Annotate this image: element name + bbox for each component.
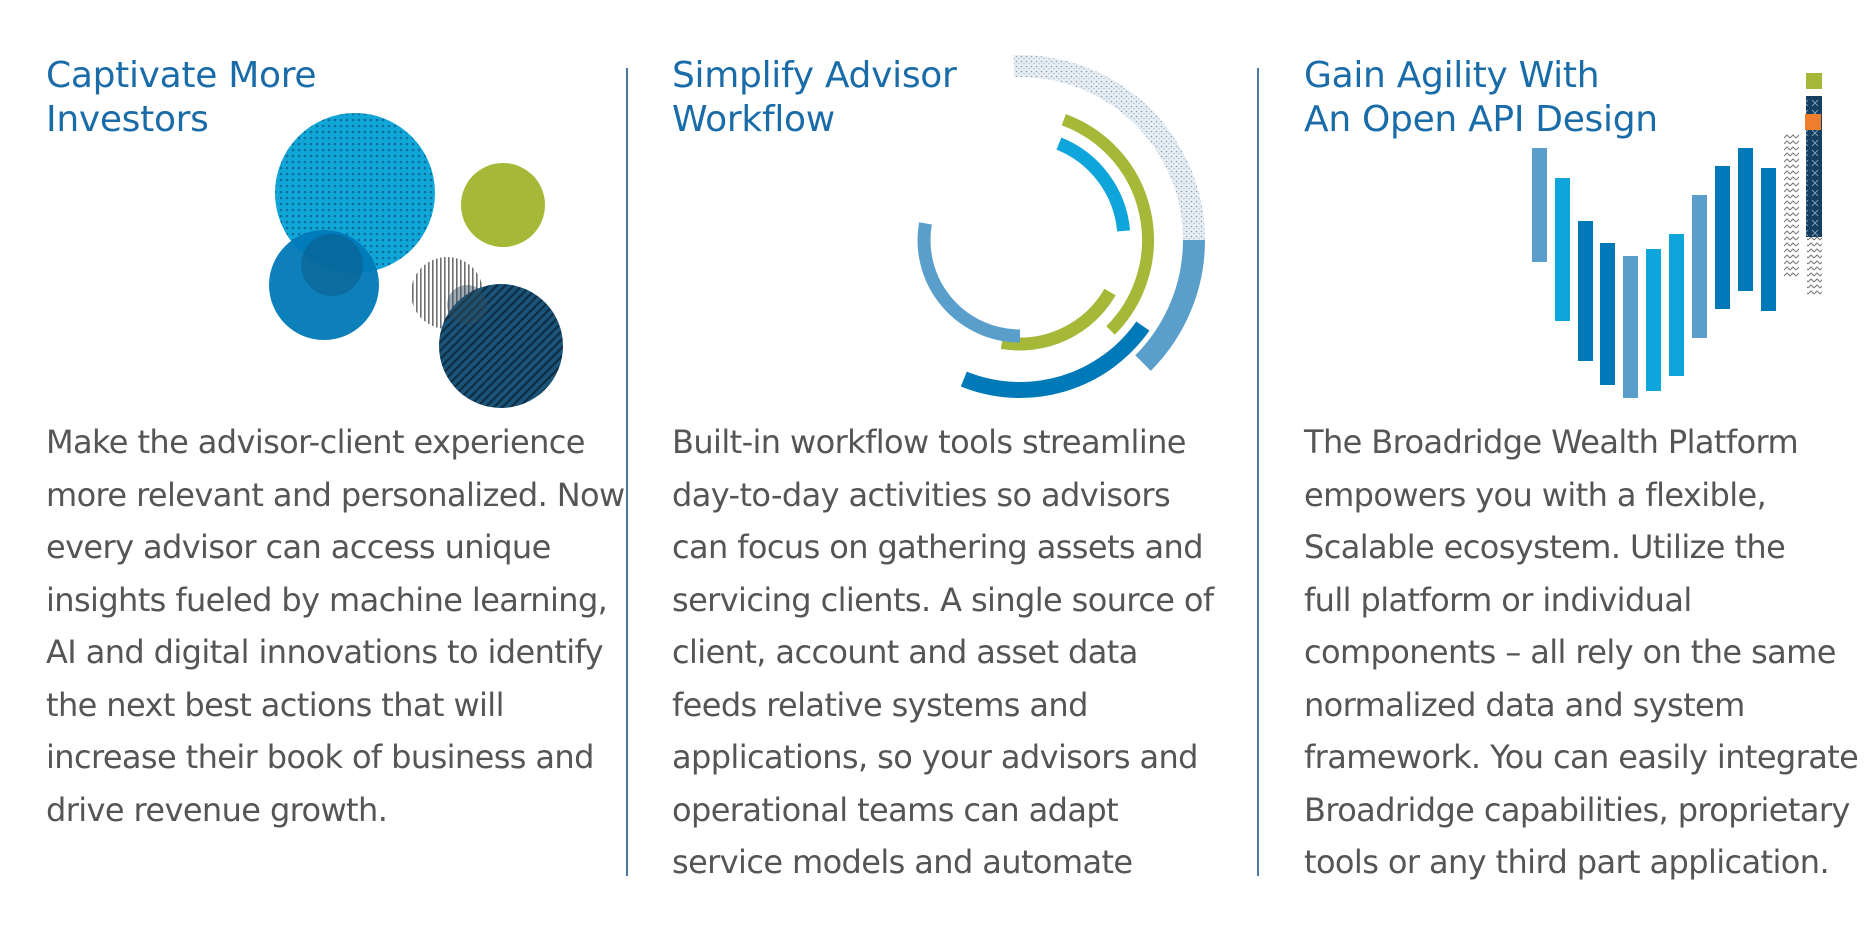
overlap-circle-small: [447, 285, 487, 325]
title-line: Workflow: [672, 99, 835, 140]
decor-bar: [1761, 168, 1776, 311]
body-line: full platform or individual: [1304, 580, 1692, 619]
steel-arc: [917, 222, 1021, 343]
body-line: normalized data and system: [1304, 685, 1745, 724]
title-line: Gain Agility With: [1304, 55, 1600, 96]
body-line: components – all rely on the same: [1304, 633, 1836, 671]
decor-bar: [1600, 243, 1615, 385]
column-body-investors: Make the advisor-client experience more …: [46, 416, 625, 836]
lime-arc: [1061, 114, 1154, 335]
decor-bar: [1784, 134, 1799, 277]
decor-bar-navy: [1806, 96, 1822, 237]
body-line: servicing clients. A single source of: [672, 580, 1214, 619]
arcs-illustration: [917, 55, 1205, 398]
decor-bar: [1738, 148, 1753, 291]
title-line: Captivate More: [46, 55, 317, 96]
column-title-api: Gain Agility With An Open API Design: [1304, 54, 1658, 142]
body-line: The Broadridge Wealth Platform: [1304, 423, 1799, 461]
body-line: increase their book of business and: [46, 738, 594, 776]
feature-column-investors: Captivate More Investors Make the adviso…: [46, 0, 625, 928]
body-line: Built-in workflow tools streamline: [672, 423, 1187, 461]
body-line: feeds relative systems and: [672, 685, 1088, 724]
body-line: AI and digital innovations to identify: [46, 633, 604, 671]
body-line: empowers you with a flexible,: [1304, 475, 1767, 514]
circles-illustration: [269, 113, 563, 408]
column-title-investors: Captivate More Investors: [46, 54, 317, 142]
decor-bar: [1669, 234, 1684, 376]
column-divider: [1257, 68, 1259, 876]
body-line: the next best actions that will: [46, 685, 504, 724]
body-line: tools or any third part application.: [1304, 843, 1830, 881]
lime-inner-arc: [1000, 288, 1116, 351]
body-line: Make the advisor-client experience: [46, 423, 585, 461]
column-divider: [626, 68, 628, 876]
body-line: operational teams can adapt: [672, 790, 1119, 829]
outer-arc: [1135, 239, 1205, 371]
body-line: Broadridge capabilities, proprietary: [1304, 790, 1850, 829]
decor-square-orange: [1805, 114, 1821, 130]
body-line: service models and automate: [672, 843, 1133, 881]
column-body-workflow: Built-in workflow tools streamline day-t…: [672, 416, 1214, 889]
body-line: insights fueled by machine learning,: [46, 580, 608, 619]
navy-hatched-circle: [439, 284, 563, 408]
decor-bar: [1715, 166, 1730, 309]
body-line: applications, so your advisors and: [672, 738, 1198, 776]
decor-bar: [1692, 195, 1707, 338]
lime-circle: [461, 163, 545, 247]
title-line: Simplify Advisor: [672, 55, 957, 96]
feature-column-api: Gain Agility With An Open API Design The…: [1304, 0, 1859, 928]
decor-bar: [1532, 148, 1547, 262]
sky-arc: [1056, 137, 1131, 232]
body-line: framework. You can easily integrate: [1304, 738, 1859, 776]
body-line: drive revenue growth.: [46, 790, 388, 829]
blue-arc: [960, 321, 1150, 398]
decor-bar: [1578, 221, 1593, 361]
arc-group: [917, 55, 1205, 398]
body-line: client, account and asset data: [672, 633, 1138, 671]
decor-bar: [1646, 249, 1661, 391]
body-line: can focus on gathering assets and: [672, 528, 1204, 566]
decor-square-lime: [1806, 73, 1822, 89]
title-line: Investors: [46, 99, 209, 140]
speckled-arc: [1013, 55, 1205, 333]
column-title-workflow: Simplify Advisor Workflow: [672, 54, 957, 142]
column-body-api: The Broadridge Wealth Platform empowers …: [1304, 416, 1859, 889]
feature-column-workflow: Simplify Advisor Workflow Built-in workf…: [672, 0, 1272, 928]
overlap-circle: [301, 234, 363, 296]
body-line: more relevant and personalized. Now: [46, 475, 625, 514]
body-line: every advisor can access unique: [46, 528, 551, 566]
title-line: An Open API Design: [1304, 99, 1658, 140]
bars-illustration: [1532, 73, 1822, 398]
body-line: day-to-day activities so advisors: [672, 475, 1171, 514]
decor-bar: [1555, 178, 1570, 321]
decor-bar: [1623, 256, 1638, 398]
body-line: Scalable ecosystem. Utilize the: [1304, 528, 1786, 566]
bar-group: [1532, 73, 1822, 398]
